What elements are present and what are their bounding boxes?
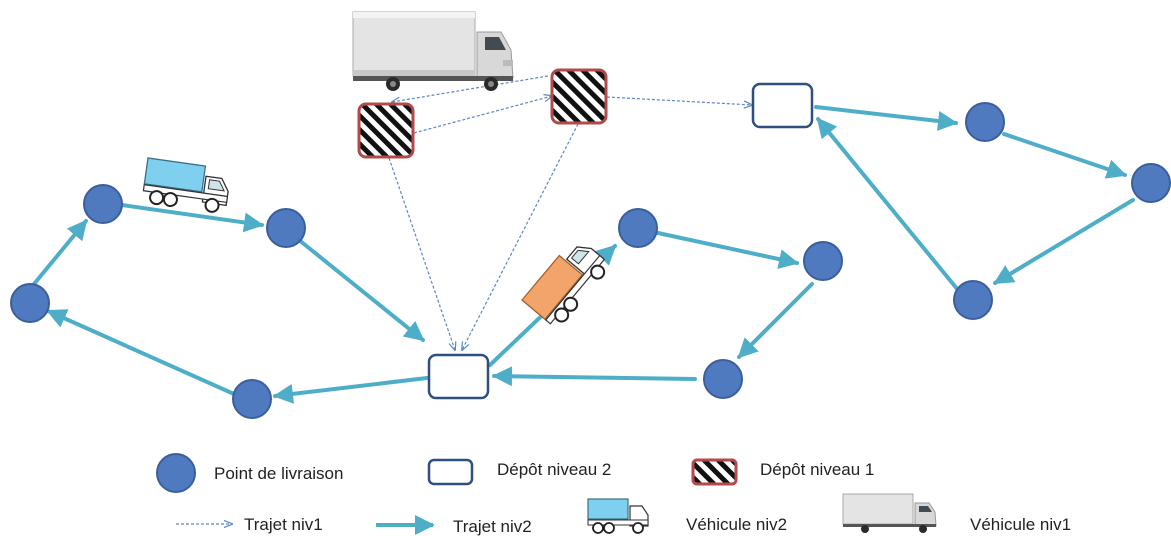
route-l2 (993, 198, 1135, 285)
delivery-point (803, 241, 843, 281)
route-l1 (413, 96, 552, 134)
route-l1 (392, 75, 549, 102)
legend-vehicle-l1-symbol (842, 493, 937, 533)
delivery-point (965, 102, 1005, 142)
delivery-point (83, 184, 123, 224)
level2-depots (427, 82, 814, 400)
route-l2 (273, 376, 429, 404)
route-l2 (1002, 132, 1127, 179)
legend: Point de livraison Dépôt niveau 2 Dépôt … (156, 453, 1071, 536)
legend-delivery-point-symbol (156, 453, 196, 493)
route-l2 (120, 203, 264, 233)
legend-vehicle-l2-label: Véhicule niv2 (686, 515, 787, 534)
delivery-points (10, 102, 1171, 419)
legend-depot-level1-label: Dépôt niveau 1 (760, 460, 874, 479)
depot-level2 (427, 353, 490, 400)
delivery-point (703, 359, 743, 399)
legend-delivery-point-label: Point de livraison (214, 464, 343, 483)
legend-vehicle-l2-symbol (587, 498, 649, 534)
route-l2 (737, 282, 814, 359)
depot-level1 (357, 102, 415, 159)
orange-truck-icon (521, 246, 606, 325)
level1-routes (388, 75, 752, 350)
level1-depots (357, 68, 608, 159)
delivery-point (266, 208, 306, 248)
route-l2 (297, 238, 425, 342)
legend-route-l2-label: Trajet niv2 (453, 517, 532, 536)
delivery-point (232, 379, 272, 419)
legend-vehicle-l1-label: Véhicule niv1 (970, 515, 1071, 534)
delivery-point (10, 283, 50, 323)
level2-routes (32, 105, 1135, 404)
route-l1 (462, 123, 579, 350)
delivery-point (1131, 163, 1171, 203)
route-l2 (46, 309, 236, 396)
legend-depot-level1-symbol (691, 458, 738, 486)
legend-depot-level2-label: Dépôt niveau 2 (497, 460, 611, 479)
light-truck-icon (142, 157, 229, 213)
route-l1 (388, 157, 455, 350)
route-l2 (656, 231, 799, 269)
route-l2 (492, 366, 697, 387)
route-l2 (814, 105, 958, 131)
route-l2 (816, 117, 960, 292)
route-l2 (32, 219, 88, 286)
heavy-truck-icon (352, 11, 514, 91)
route-l1 (606, 96, 752, 105)
legend-depot-level2-symbol (427, 458, 474, 486)
delivery-point (618, 208, 658, 248)
depot-level1 (550, 68, 608, 125)
delivery-point (953, 280, 993, 320)
legend-route-l1-label: Trajet niv1 (244, 515, 323, 534)
depot-level2 (751, 82, 814, 129)
